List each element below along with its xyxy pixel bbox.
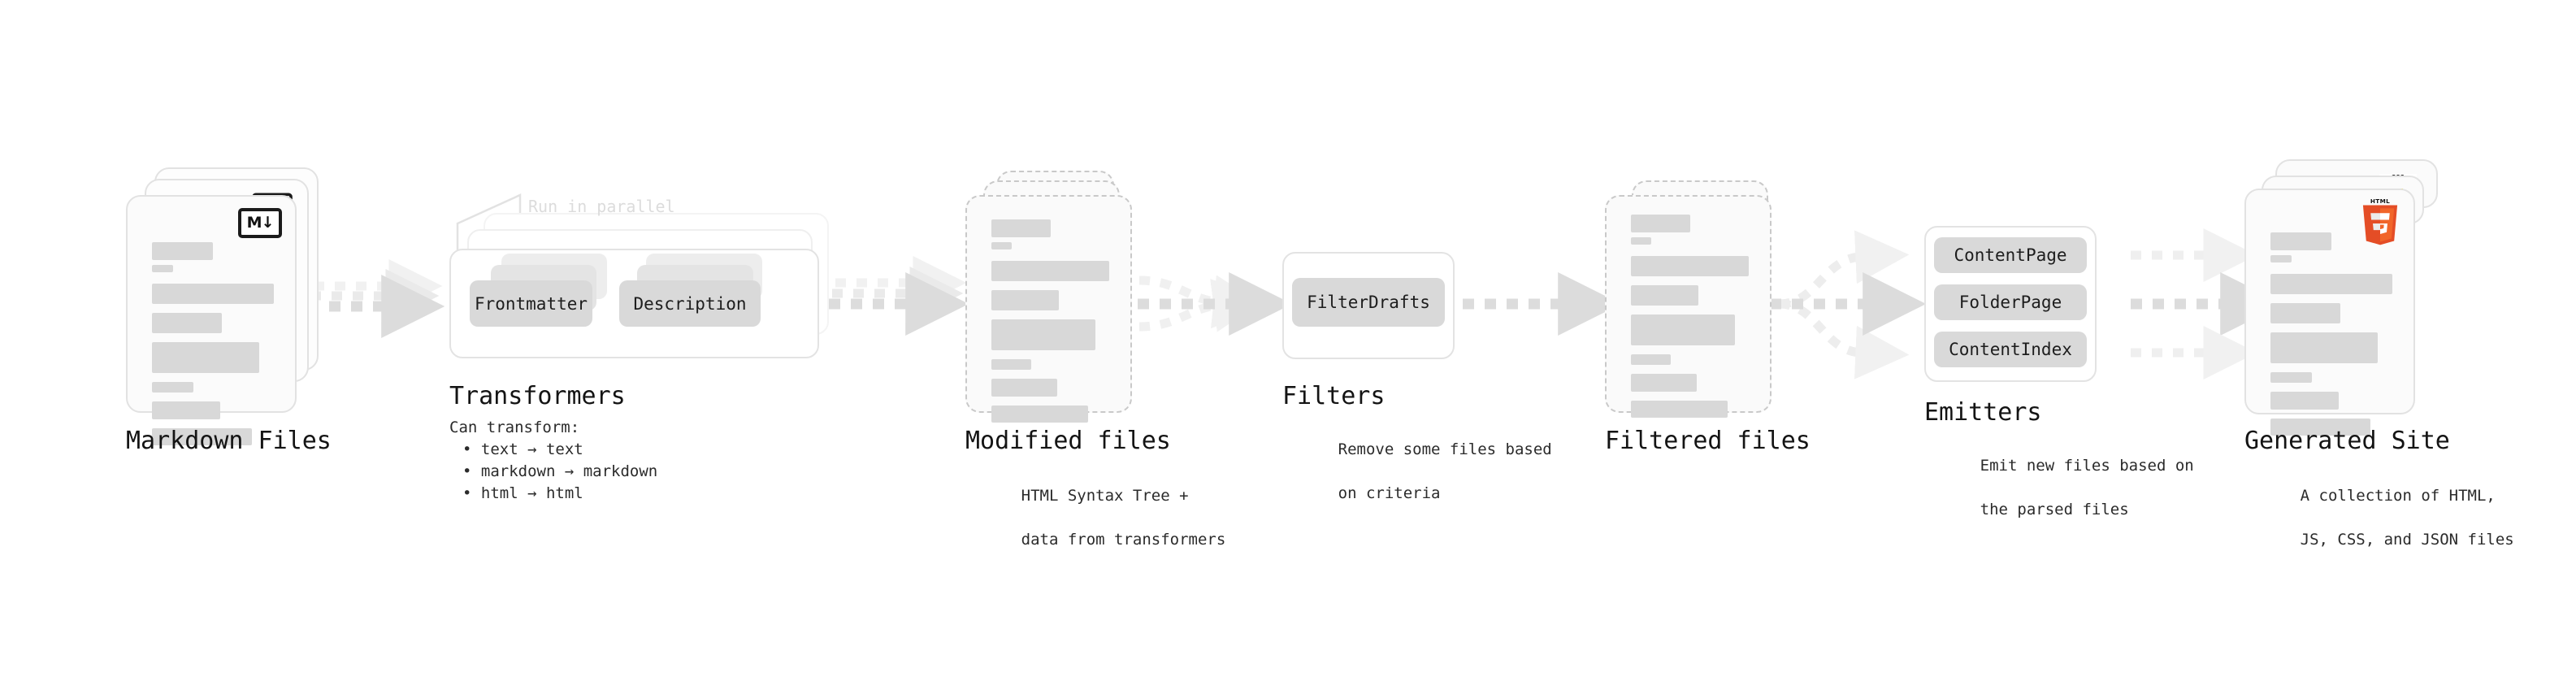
skeleton-bar [152,265,173,272]
skeleton-bar [991,261,1109,281]
modified-caption-line2: data from transformers [1021,531,1226,549]
emitters-caption-line1: Emit new files based on [1980,457,2194,475]
markdown-card-front[interactable]: M↓ [126,195,297,445]
list-item: • html → html [462,484,583,502]
skeleton-bar [1631,314,1735,345]
arrow-filtered-to-emitters [1770,230,1927,380]
svg-text:HTML: HTML [2370,198,2390,205]
transformer-pill-frontmatter[interactable]: Frontmatter [470,280,592,327]
skeleton-bar [1631,215,1690,232]
modified-caption-line1: HTML Syntax Tree + [1021,487,1189,505]
page-title-emitters: Emitters [1924,398,2042,427]
skeleton-bar [2270,303,2340,323]
page-title-markdown: Markdown Files [126,427,332,455]
transformers-caption: Can transform: [449,419,580,436]
skeleton-bars [991,219,1109,432]
skeleton-bar [1631,237,1651,245]
skeleton-bar [2270,332,2378,363]
page-title-generated: Generated Site [2244,427,2450,455]
filters-caption: Remove some files based on criteria [1282,417,1552,527]
skeleton-bar [2270,232,2331,250]
skeleton-bar [991,290,1059,310]
list-item: • markdown → markdown [462,462,658,480]
skeleton-bar [991,242,1012,249]
skeleton-bar [2270,419,2370,436]
transformer-pill-description[interactable]: Description [619,280,761,327]
skeleton-bar [1631,354,1672,365]
skeleton-bar [991,379,1058,397]
skeleton-bar [2270,255,2292,262]
generated-card-front-html[interactable]: HTML [2244,189,2415,436]
page-title-filters: Filters [1282,382,1386,410]
generated-caption: A collection of HTML, JS, CSS, and JSON … [2244,463,2514,573]
emitters-caption-line2: the parsed files [1980,501,2129,518]
skeleton-bar [1631,285,1698,306]
emitter-pill-folderpage[interactable]: FolderPage [1934,284,2087,320]
html5-icon: HTML [2362,198,2398,245]
skeleton-bars [2270,232,2392,445]
generated-caption-line1: A collection of HTML, [2300,487,2496,505]
page-title-transformers: Transformers [449,382,626,410]
skeleton-bar [2270,372,2312,383]
skeleton-bar [152,428,252,445]
modified-caption: HTML Syntax Tree + data from transformer… [965,463,1226,573]
skeleton-bars [152,242,274,454]
skeleton-bar [152,242,213,260]
arrow-markdown-to-transformers [307,259,445,338]
markdown-badge-icon: M↓ [238,208,282,238]
arrow-transformers-to-modified [829,256,969,336]
skeleton-bar [1631,256,1749,276]
skeleton-bar [152,284,274,304]
filtered-card-front[interactable] [1605,195,1772,418]
arrow-modified-to-filters [1138,272,1293,336]
skeleton-bar [152,342,259,373]
skeleton-bar [991,319,1095,350]
filter-pill-filterdrafts[interactable]: FilterDrafts [1292,278,1445,327]
list-item: • text → text [462,440,583,458]
skeleton-bars [1631,215,1749,427]
skeleton-bar [991,406,1088,423]
modified-card-front[interactable] [965,195,1132,423]
emitter-pill-contentindex[interactable]: ContentIndex [1934,332,2087,367]
emitters-caption: Emit new files based on the parsed files [1924,433,2194,543]
filters-caption-line2: on criteria [1338,484,1441,502]
emitter-pill-contentpage[interactable]: ContentPage [1934,237,2087,273]
generated-caption-line2: JS, CSS, and JSON files [2300,531,2514,549]
skeleton-bar [1631,401,1728,418]
skeleton-bar [152,382,193,393]
transformers-bullets: • text → text • markdown → markdown • ht… [462,439,657,505]
skeleton-bar [152,313,222,333]
skeleton-bar [991,219,1051,237]
skeleton-bar [152,401,220,419]
run-in-parallel-annotation: Run in parallel [528,197,675,216]
skeleton-bar [991,359,1032,370]
page-title-filtered: Filtered files [1605,427,1811,455]
skeleton-bar [2270,392,2339,410]
skeleton-bar [1631,374,1698,392]
page-title-modified: Modified files [965,427,1171,455]
arrow-emitters-to-generated [2131,228,2284,380]
skeleton-bar [2270,274,2392,294]
filters-caption-line1: Remove some files based [1338,440,1552,458]
